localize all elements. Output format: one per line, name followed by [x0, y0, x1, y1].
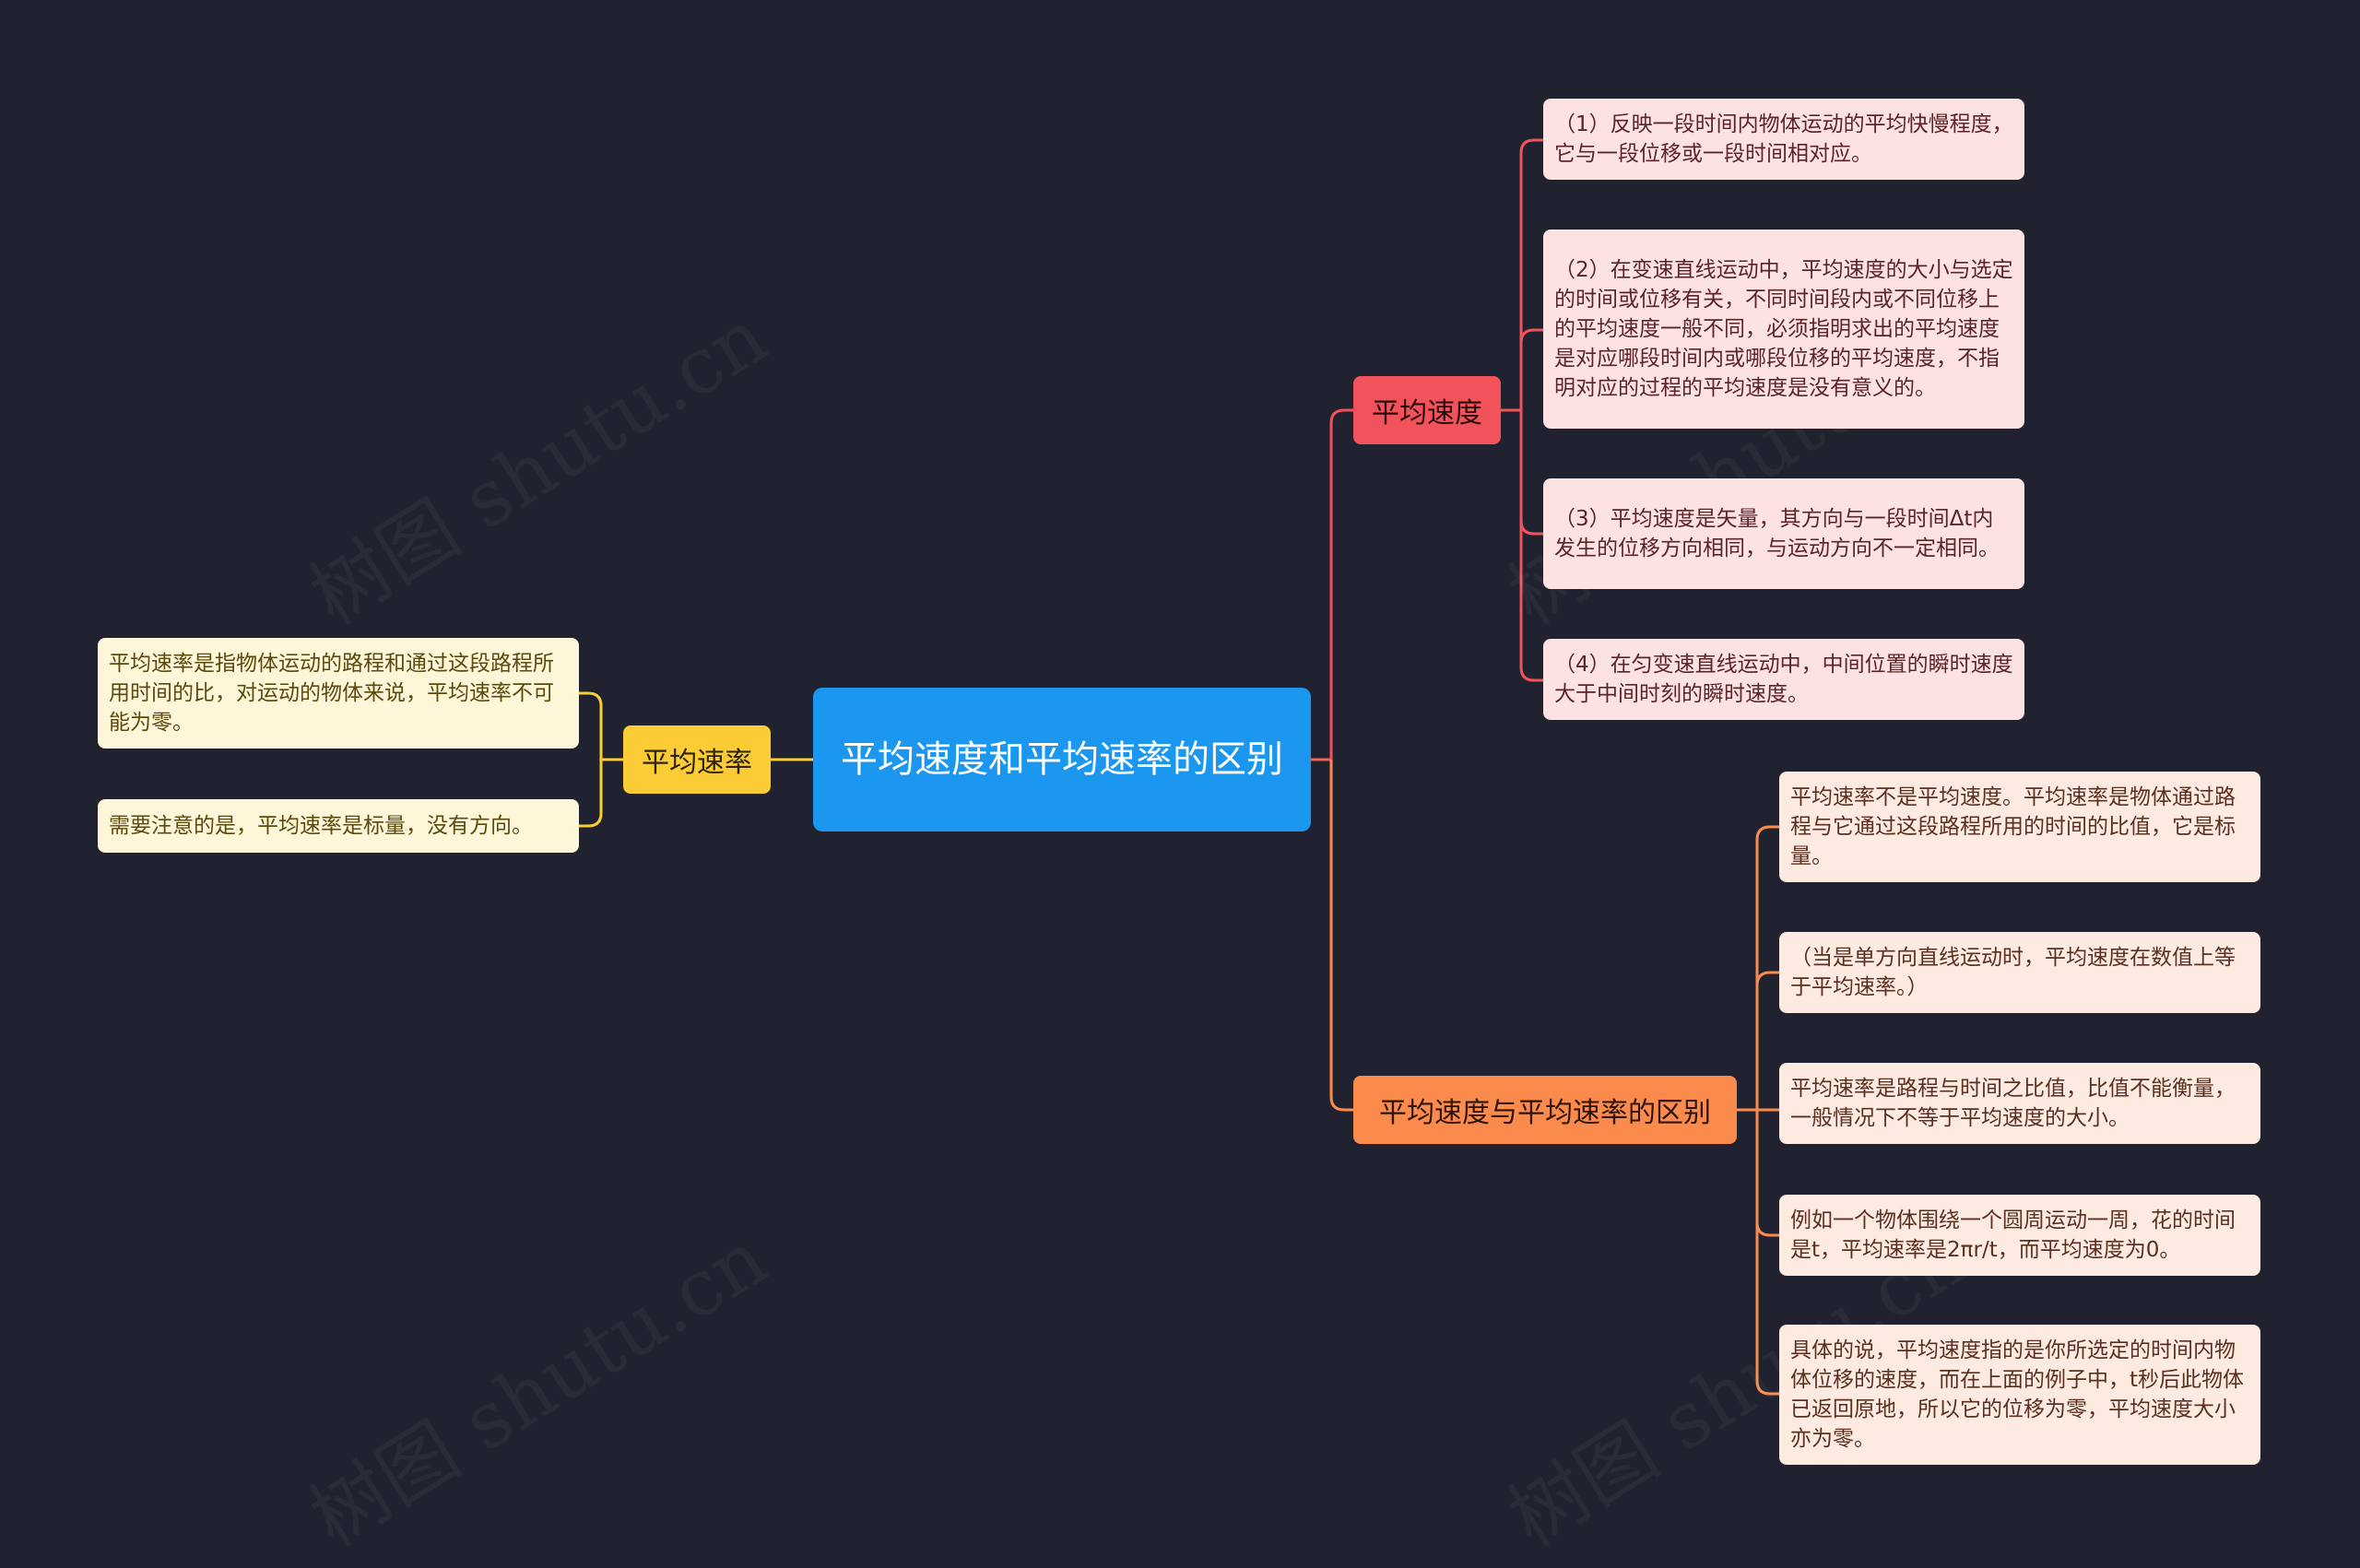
root-topic-label: 平均速度和平均速率的区别 [841, 738, 1283, 781]
leaf-text: （1）反映一段时间内物体运动的平均快慢程度，它与一段位移或一段时间相对应。 [1554, 112, 2013, 166]
leaf-node[interactable]: （1）反映一段时间内物体运动的平均快慢程度，它与一段位移或一段时间相对应。 [1543, 99, 2024, 180]
leaf-node[interactable]: （3）平均速度是矢量，其方向与一段时间Δt内发生的位移方向相同，与运动方向不一定… [1543, 478, 2024, 589]
leaf-text: 平均速率不是平均速度。平均速率是物体通过路程与它通过这段路程所用的时间的比值，它… [1790, 785, 2236, 868]
leaf-text: 例如一个物体围绕一个圆周运动一周，花的时间是t，平均速率是2πr/t，而平均速度… [1790, 1208, 2236, 1262]
connector-root-avg-speed [1329, 408, 1353, 760]
leaf-node[interactable]: （2）在变速直线运动中，平均速度的大小与选定的时间或位移有关，不同时间段内或不同… [1543, 230, 2024, 429]
leaf-node[interactable]: 需要注意的是，平均速率是标量，没有方向。 [98, 799, 579, 853]
leaf-node[interactable]: （4）在匀变速直线运动中，中间位置的瞬时速度大于中间时刻的瞬时速度。 [1543, 639, 2024, 720]
branch-average-velocity[interactable]: 平均速度 [1353, 376, 1501, 444]
leaf-node[interactable]: （当是单方向直线运动时，平均速度在数值上等于平均速率。） [1779, 932, 2260, 1013]
connector-root-diff [1329, 760, 1353, 1112]
branch-average-speed-rate[interactable]: 平均速率 [623, 725, 771, 794]
leaf-text: （4）在匀变速直线运动中，中间位置的瞬时速度大于中间时刻的瞬时速度。 [1554, 653, 2013, 706]
leaf-text: 具体的说，平均速度指的是你所选定的时间内物体位移的速度，而在上面的例子中，t秒后… [1790, 1338, 2245, 1451]
leaf-node[interactable]: 具体的说，平均速度指的是你所选定的时间内物体位移的速度，而在上面的例子中，t秒后… [1779, 1325, 2260, 1465]
leaf-node[interactable]: 例如一个物体围绕一个圆周运动一周，花的时间是t，平均速率是2πr/t，而平均速度… [1779, 1195, 2260, 1276]
leaf-text: （3）平均速度是矢量，其方向与一段时间Δt内发生的位移方向相同，与运动方向不一定… [1554, 507, 2000, 560]
leaf-node[interactable]: 平均速率不是平均速度。平均速率是物体通过路程与它通过这段路程所用的时间的比值，它… [1779, 772, 2260, 882]
branch-label: 平均速率 [642, 747, 752, 779]
leaf-text: （当是单方向直线运动时，平均速度在数值上等于平均速率。） [1790, 946, 2236, 999]
leaf-text: 需要注意的是，平均速率是标量，没有方向。 [109, 814, 533, 838]
root-topic[interactable]: 平均速度和平均速率的区别 [813, 688, 1311, 831]
leaf-node[interactable]: 平均速率是路程与时间之比值，比值不能衡量，一般情况下不等于平均速度的大小。 [1779, 1063, 2260, 1144]
branch-label: 平均速度 [1372, 397, 1482, 430]
branch-difference[interactable]: 平均速度与平均速率的区别 [1353, 1076, 1737, 1144]
leaf-text: 平均速率是路程与时间之比值，比值不能衡量，一般情况下不等于平均速度的大小。 [1790, 1077, 2236, 1130]
leaf-node[interactable]: 平均速率是指物体运动的路程和通过这段路程所用时间的比，对运动的物体来说，平均速率… [98, 638, 579, 749]
leaf-text: 平均速率是指物体运动的路程和通过这段路程所用时间的比，对运动的物体来说，平均速率… [109, 652, 554, 735]
branch-label: 平均速度与平均速率的区别 [1379, 1097, 1711, 1129]
leaf-text: （2）在变速直线运动中，平均速度的大小与选定的时间或位移有关，不同时间段内或不同… [1554, 258, 2013, 400]
